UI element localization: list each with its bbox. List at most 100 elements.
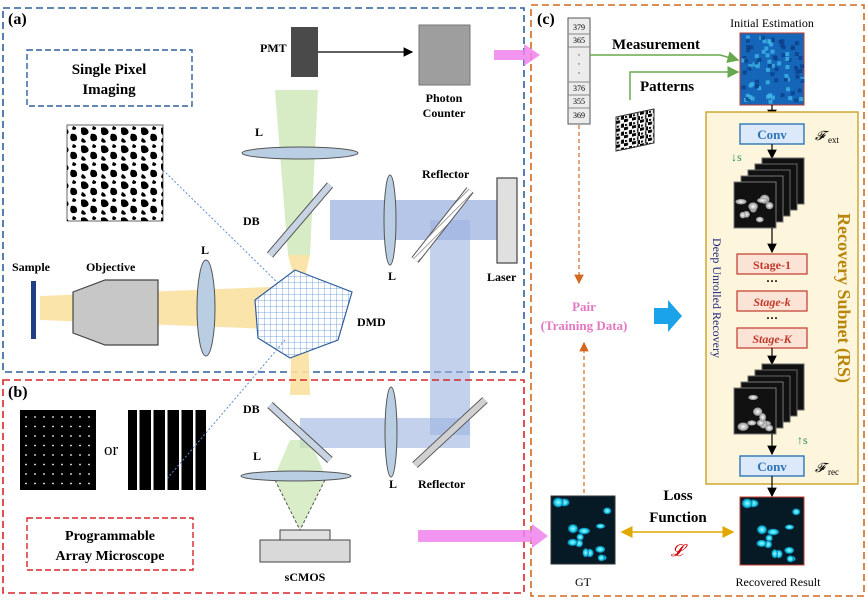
lens-middle-label: L bbox=[388, 269, 396, 283]
laser-beam-vertical bbox=[430, 220, 470, 435]
pattern-dot bbox=[70, 416, 72, 418]
lens-middle bbox=[383, 174, 397, 266]
speckle bbox=[762, 39, 767, 44]
speckle bbox=[747, 66, 752, 71]
single-pixel-title-box bbox=[26, 49, 193, 107]
speckle bbox=[755, 79, 760, 84]
speckle bbox=[744, 59, 749, 64]
speckle bbox=[767, 39, 772, 44]
speckle bbox=[760, 35, 765, 40]
speckle bbox=[774, 67, 779, 72]
cyan-cell bbox=[756, 539, 767, 547]
pattern-dot bbox=[61, 444, 63, 447]
gray-cell bbox=[735, 198, 747, 205]
recovery-subnet-label: Recovery Subnet (RS) bbox=[833, 213, 854, 383]
pattern-dot bbox=[61, 435, 63, 437]
pattern-dot bbox=[88, 473, 90, 475]
gray-cell bbox=[748, 202, 758, 211]
pattern-dot bbox=[34, 482, 36, 485]
speckle bbox=[770, 95, 775, 100]
pattern-dot bbox=[79, 482, 81, 485]
pattern-dot bbox=[88, 425, 90, 428]
conv-rec-label: Conv bbox=[757, 459, 787, 474]
speckle bbox=[757, 86, 762, 91]
reflector-lower-fill bbox=[412, 397, 488, 468]
speckle bbox=[745, 38, 750, 43]
speckle bbox=[765, 67, 770, 72]
cyan-cell bbox=[741, 498, 753, 509]
speckle bbox=[772, 55, 777, 60]
deep-unrolled-recovery-label: Deep Unrolled Recovery bbox=[710, 238, 724, 358]
pattern-dot bbox=[52, 444, 54, 447]
pattern-dot bbox=[43, 473, 45, 475]
speckle bbox=[794, 66, 799, 71]
pattern-line bbox=[151, 410, 154, 490]
sample-label: Sample bbox=[12, 260, 51, 274]
pattern-dot bbox=[43, 416, 45, 418]
speckle bbox=[749, 45, 754, 50]
speckle bbox=[741, 85, 746, 90]
speckle bbox=[770, 49, 775, 54]
gray-cell bbox=[759, 413, 767, 422]
gray-cell bbox=[755, 216, 764, 223]
objective-lens bbox=[72, 279, 159, 346]
cyan-cell bbox=[784, 524, 795, 530]
speckle bbox=[798, 68, 803, 73]
panel-a-frame bbox=[2, 7, 525, 373]
gray-cell bbox=[739, 211, 746, 219]
gt-label: GT bbox=[575, 575, 592, 589]
pattern-dot bbox=[25, 435, 27, 437]
cyan-cell bbox=[765, 534, 773, 542]
speckle bbox=[770, 38, 775, 43]
pattern-dot bbox=[70, 454, 72, 456]
pattern-dot bbox=[70, 444, 72, 447]
pattern-dot bbox=[34, 435, 36, 437]
dot-pattern-grid bbox=[25, 416, 90, 485]
speckle bbox=[746, 48, 751, 53]
recovered-result-label: Recovered Result bbox=[736, 575, 822, 589]
pattern-line bbox=[137, 410, 140, 490]
pattern-dot bbox=[34, 444, 36, 447]
speckle bbox=[746, 45, 751, 50]
pattern-dot bbox=[43, 435, 45, 437]
pattern-dot bbox=[79, 444, 81, 447]
photon-counter-label-line2: Counter bbox=[423, 106, 466, 120]
loss-symbol: 𝓛 bbox=[671, 541, 688, 560]
pattern-dot bbox=[79, 473, 81, 475]
pattern-dot bbox=[79, 425, 81, 428]
objective-label: Objective bbox=[86, 260, 136, 274]
pattern-dot bbox=[52, 473, 54, 475]
beam-edge-right bbox=[299, 479, 326, 531]
speckle bbox=[754, 84, 759, 89]
random-pattern-image bbox=[66, 124, 164, 222]
pattern-dot bbox=[88, 454, 90, 456]
panel-c-frame bbox=[530, 4, 865, 597]
cyan-cell bbox=[784, 546, 795, 554]
pattern-dot bbox=[61, 425, 63, 428]
stage-1-label: Stage-1 bbox=[753, 258, 791, 272]
laser-beam-horizontal bbox=[330, 200, 500, 240]
speckle bbox=[780, 39, 785, 44]
single-pixel-title-line1: Single Pixel bbox=[72, 62, 147, 78]
dmd-to-pattern-link bbox=[165, 339, 286, 481]
cyan-cell bbox=[767, 528, 780, 536]
stage-1-block bbox=[736, 253, 808, 275]
pattern-dot bbox=[34, 425, 36, 428]
stage-k-label: Stage-k bbox=[753, 295, 790, 309]
db-lower-label: DB bbox=[243, 402, 260, 416]
speckle bbox=[765, 53, 770, 58]
pattern-dot bbox=[70, 463, 72, 466]
dichroic-beamsplitter-lower-fill bbox=[267, 402, 333, 463]
speckle bbox=[769, 42, 774, 47]
pmt-label: PMT bbox=[260, 41, 287, 55]
cyan-cell bbox=[595, 523, 606, 529]
measurement-value: 376 bbox=[573, 84, 585, 93]
measurement-value: 369 bbox=[573, 111, 585, 120]
measurement-value: 365 bbox=[573, 36, 585, 45]
speckle bbox=[741, 58, 746, 63]
pattern-line bbox=[179, 410, 182, 490]
pattern-dot bbox=[34, 463, 36, 466]
speckle bbox=[784, 77, 789, 82]
speckle bbox=[795, 69, 800, 74]
pattern-dot bbox=[61, 454, 63, 456]
